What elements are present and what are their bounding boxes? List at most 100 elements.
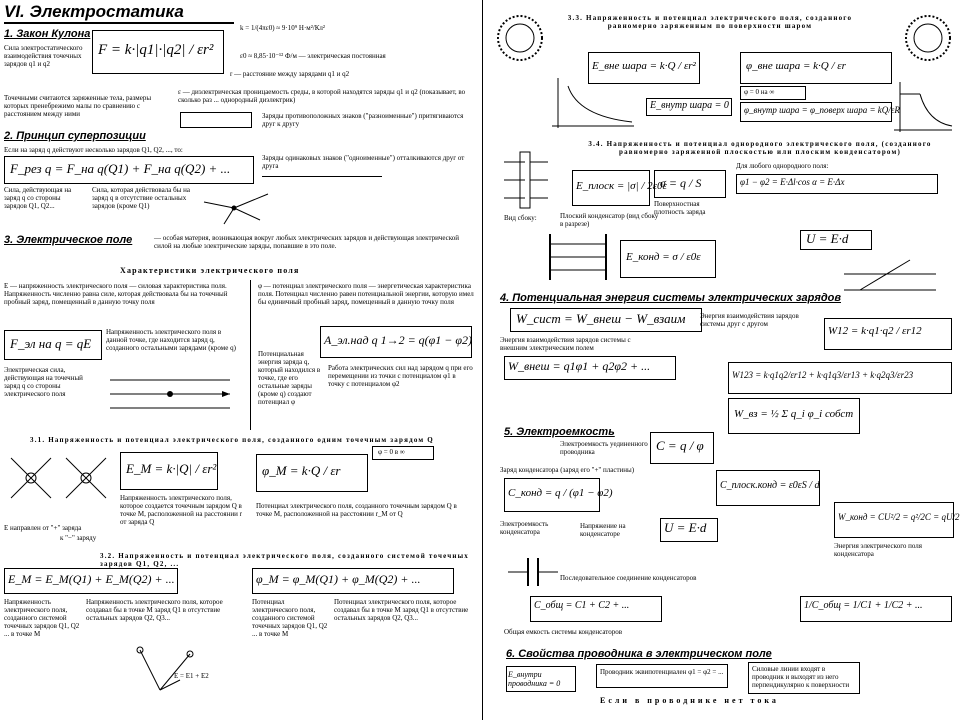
external-energy-formula: W_внеш = q1φ1 + q2φ2 + ... [508,359,651,373]
field-force-box [4,330,102,360]
superposition-vector-diagram [203,193,269,225]
sphere-potential-graph [894,82,953,132]
equipotential-property: Проводник эквипотенциален φ1 = φ2 = ... [600,668,724,676]
isolated-capacitance-label: Электроемкость уединенного проводника [560,440,648,456]
characteristics-header: Характеристики электрического поля [120,266,300,275]
u-ed-formula: U = E·d [806,231,849,246]
point-field-formula: E_M = k·|Q| / εr² [126,461,217,476]
coulomb-formula-box [92,30,224,74]
field-sum-note-2: Напряженность электрического поля, котор… [86,598,223,622]
e-conductor-box [506,666,576,692]
field-lines-property: Силовые линии входят в проводник и выход… [752,665,850,689]
uniform-field-diagram [844,259,936,291]
eps-box [180,112,252,128]
intensity-point-note: Напряженность электрического поля в данн… [106,328,236,352]
point-potential-formula: φ_M = k·Q / εr [262,463,341,478]
section-31: 3.1. Напряженность и потенциал электриче… [30,436,434,444]
cap-energy-formula: W_конд = CU²/2 = q²/2C = qU/2 [838,512,960,522]
u-formula: U = E·d [664,520,707,535]
c-series-formula: 1/C_общ = 1/C1 + 1/C2 + ... [804,600,923,611]
like-charges-note: Заряды одинаковых знаков ("одноименные")… [262,154,465,170]
superposition-formula: F_рез q = F_на q(Q1) + F_на q(Q2) + ... [10,161,231,176]
epsilon-note: ε — диэлектрическая проницаемость среды,… [178,88,466,104]
capacitor-field-box [620,240,716,278]
u-formula-box [660,518,718,542]
equipotential-box [596,664,728,688]
c-series-box [800,596,952,622]
sphere-field-out-box [588,52,700,84]
sphere-phi-zero: φ = 0 на ∞ [744,88,775,96]
capacitor-label: Плоский конденсатор (вид сбоку в разрезе… [560,212,659,228]
series-connection-label: Последовательное соединение конденсаторо… [560,574,697,582]
k-constant: k = 1/(4πε0) ≈ 9·10⁹ Н·м²/Кл² [240,24,326,32]
c-parallel-box [530,596,662,622]
c-flat-formula: C_плоск.конд = ε0εS / d [720,480,820,491]
eps0-constant: ε0 ≈ 8,85·10⁻¹² Ф/м — электрическая пост… [240,52,386,60]
section-conductor-properties: 6. Свойства проводника в электрическом п… [506,648,772,660]
field-sum-note: Напряженность электрического поля, созда… [4,598,80,638]
potential-sum-formula: φ_M = φ_M(Q1) + φ_M(Q2) + ... [256,572,421,586]
w12-box [824,318,952,350]
capacitor-symbol [508,558,558,586]
sphere-potential-out: φ_вне шара = k·Q / εr [746,60,846,72]
superposition-box [4,156,254,184]
sigma-note: Поверхностная плотность заряда [654,200,706,216]
electric-force-note: Электрическая сила, действующая на точеч… [4,366,83,398]
w123-formula: W123 = k·q1q2/εr12 + k·q1q3/εr13 + k·q2q… [732,370,914,380]
capacitance-label: Электроемкость конденсатора [500,520,549,536]
plane-field: E_плоск = |σ| / 2ε0ε [576,180,667,192]
point-field-note: Напряженность электрического поля, котор… [120,494,242,526]
section-electric-field: 3. Электрическое поле [4,234,133,246]
potential-diff-formula: φ1 − φ2 = E·Δl·cos α = E·Δx [740,177,845,187]
potential-sum-note: Потенциал электрического поля, созданног… [252,598,328,638]
potential-sum-box [252,568,454,594]
c-flat-box [716,470,820,506]
sigma-box [654,170,726,198]
interaction-energy-note: Энергия взаимодействия зарядов системы д… [700,312,799,328]
sphere-potential-in: φ_внутр шара = φ_поверх шара = kQ/εR [744,105,900,115]
sphere-phi-zero-box [740,86,806,100]
point-charge-field-diagram [10,457,107,499]
superposition-intro: Если на заряд q действуют несколько заря… [4,146,183,154]
external-energy-note: Энергия взаимодействия зарядов системы с… [500,336,631,352]
sigma-formula: σ = q / S [660,176,702,190]
cap-energy-label: Энергия электрического поля конденсатора [834,542,923,558]
work-note: Работа электрических сил над зарядом q п… [328,364,473,388]
w12-formula: W12 = k·q1·q2 / εr12 [828,325,922,337]
field-sum-box [4,568,178,594]
point-field-box [120,452,218,490]
potential-definition: φ — потенциал электрического поля — энер… [258,282,474,306]
like-charges-rule [262,176,382,177]
superposition-note-2: Сила, которая действовала бы на заряд q … [92,186,190,210]
w123-box [728,362,952,394]
direction-minus: к "−" заряду [60,534,97,542]
point-potential-box [256,454,368,492]
characteristics-divider [250,280,251,430]
section-superposition: 2. Принцип суперпозиции [4,130,146,142]
coulomb-formula: F = k·|q1|·|q2| / εr² [98,42,214,58]
page-title: VI. Электростатика [4,2,184,21]
intensity-definition: E — напряженность электрического поля — … [4,282,228,306]
section-coulomb: 1. Закон Кулона [4,28,91,40]
sphere-field-in: E_внутр шара = 0 [650,100,729,111]
capacitor-side-diagram [549,234,607,280]
superposition-note-1: Сила, действующая на заряд q со стороны … [4,186,72,210]
charged-sphere-right [905,15,951,61]
plane-field-box [572,170,650,206]
work-formula-box [320,326,472,358]
phi-infinity: φ = 0 в ∞ [378,448,405,456]
external-energy-box [504,356,676,380]
potential-energy-note: Потенциальная энергия заряда q, который … [258,350,321,406]
section-capacitance: 5. Электроемкость [504,426,615,438]
sphere-field-graph [552,78,634,128]
e-conductor-formula: E_внутри проводника = 0 [508,670,561,688]
phi-infinity-box [372,446,434,460]
capacitor-field: E_конд = σ / ε0ε [626,251,701,263]
point-charge-note: Точечными считаются заряженные тела, раз… [4,94,152,118]
potential-diff-box [736,174,938,194]
charged-plane-diagram [504,151,548,209]
system-energy-box [510,308,702,332]
title-underline [4,22,234,24]
field-definition: — особая материя, возникающая вокруг люб… [154,234,460,250]
field-lines-property-box [748,662,860,694]
